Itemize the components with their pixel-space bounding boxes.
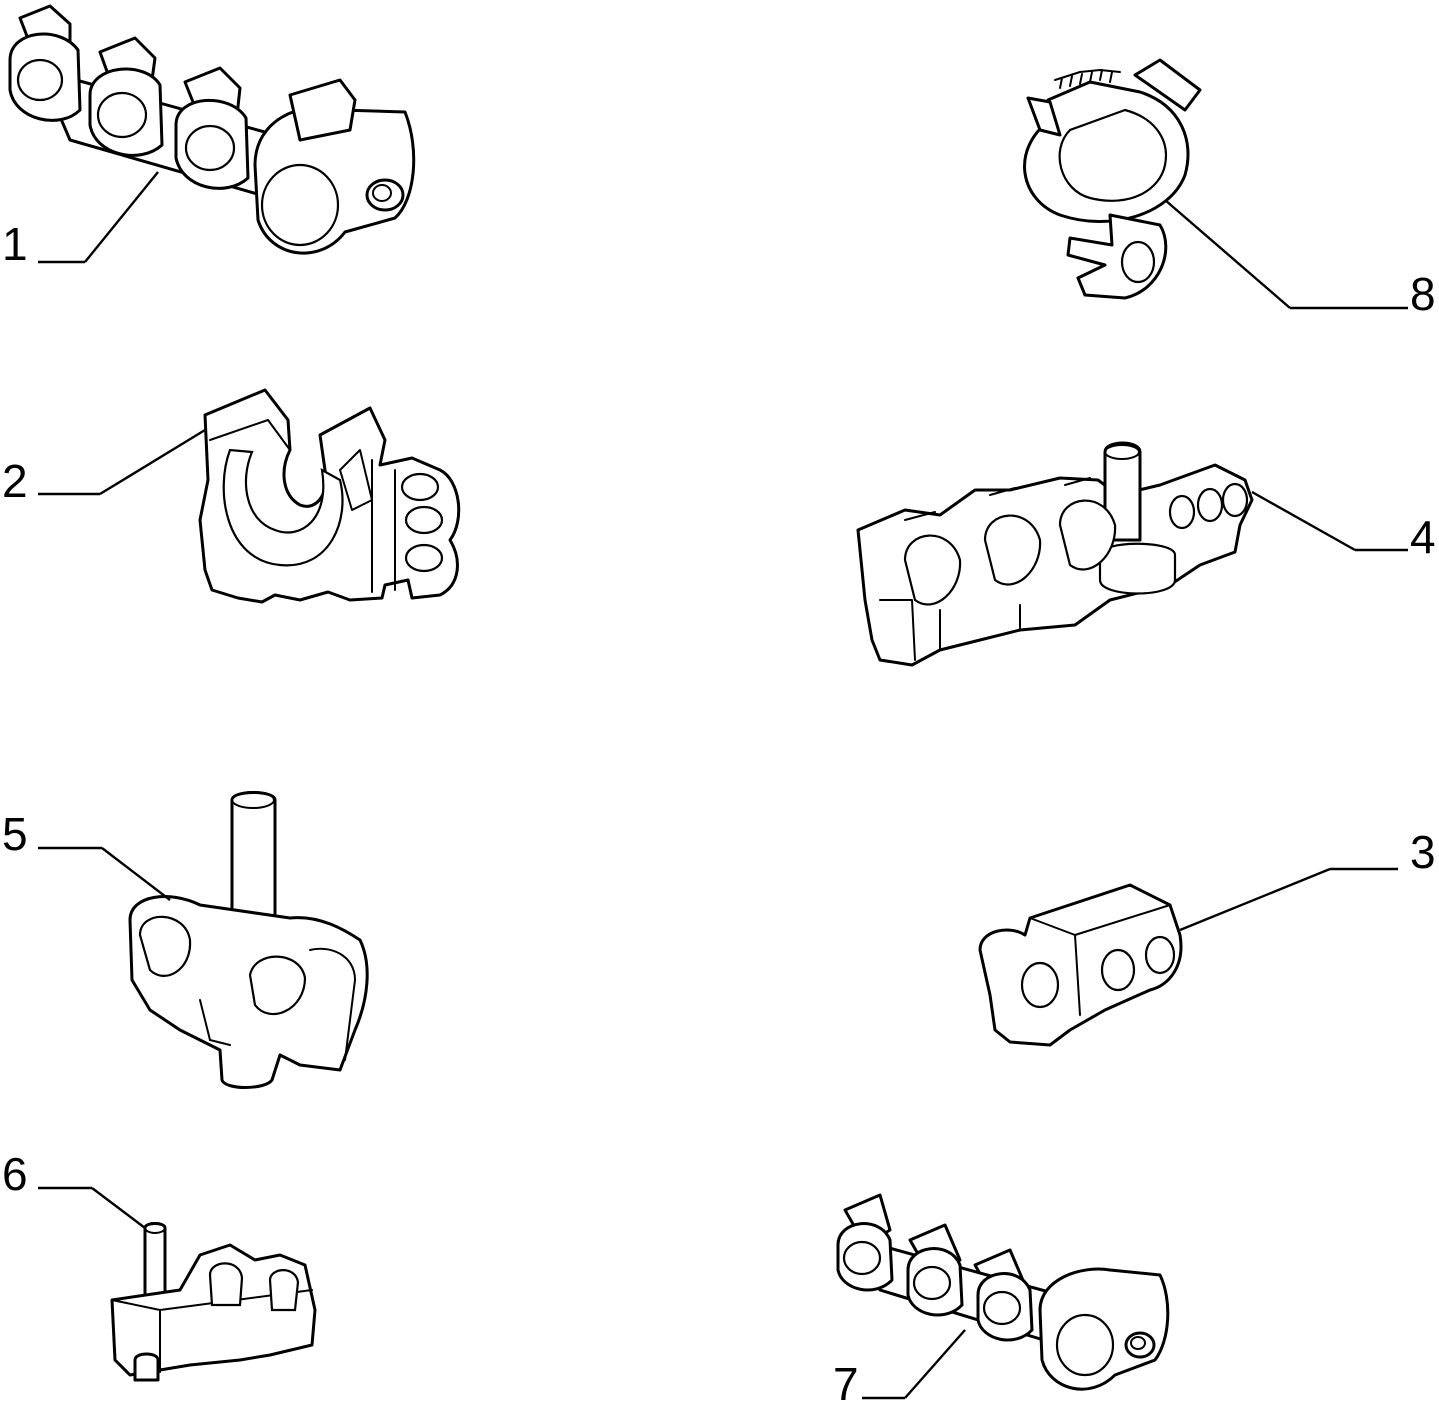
- leader-line-6b: [91, 1187, 146, 1229]
- leader-line-3b: [1179, 867, 1331, 932]
- part-1-multi-clip: [8, 4, 416, 255]
- callout-6: 6: [2, 1148, 28, 1200]
- leader-line-8b: [1164, 199, 1291, 309]
- callout-5: 5: [2, 808, 28, 860]
- part-8-strap-clamp: [1023, 58, 1202, 300]
- part-7-triple-clip: [836, 1193, 1170, 1391]
- part-3-double-clip: [978, 883, 1183, 1047]
- part-2-j-clip: [198, 388, 461, 604]
- callout-1: 1: [2, 218, 28, 270]
- leader-line-1b: [84, 171, 159, 263]
- callout-4: 4: [1410, 511, 1436, 563]
- callout-7: 7: [833, 1358, 859, 1402]
- part-6-small-clip-with-post: [110, 1222, 317, 1382]
- leader-line-7b: [904, 1329, 966, 1399]
- leader-line-2b: [99, 428, 206, 496]
- part-4-long-clip-with-post: [856, 441, 1254, 667]
- leader-line-4b: [1251, 490, 1356, 552]
- leader-line-5b: [101, 847, 171, 901]
- part-5-clip-with-post: [128, 791, 369, 1089]
- callout-8: 8: [1410, 268, 1436, 320]
- callout-3: 3: [1410, 826, 1436, 878]
- callout-2: 2: [2, 455, 28, 507]
